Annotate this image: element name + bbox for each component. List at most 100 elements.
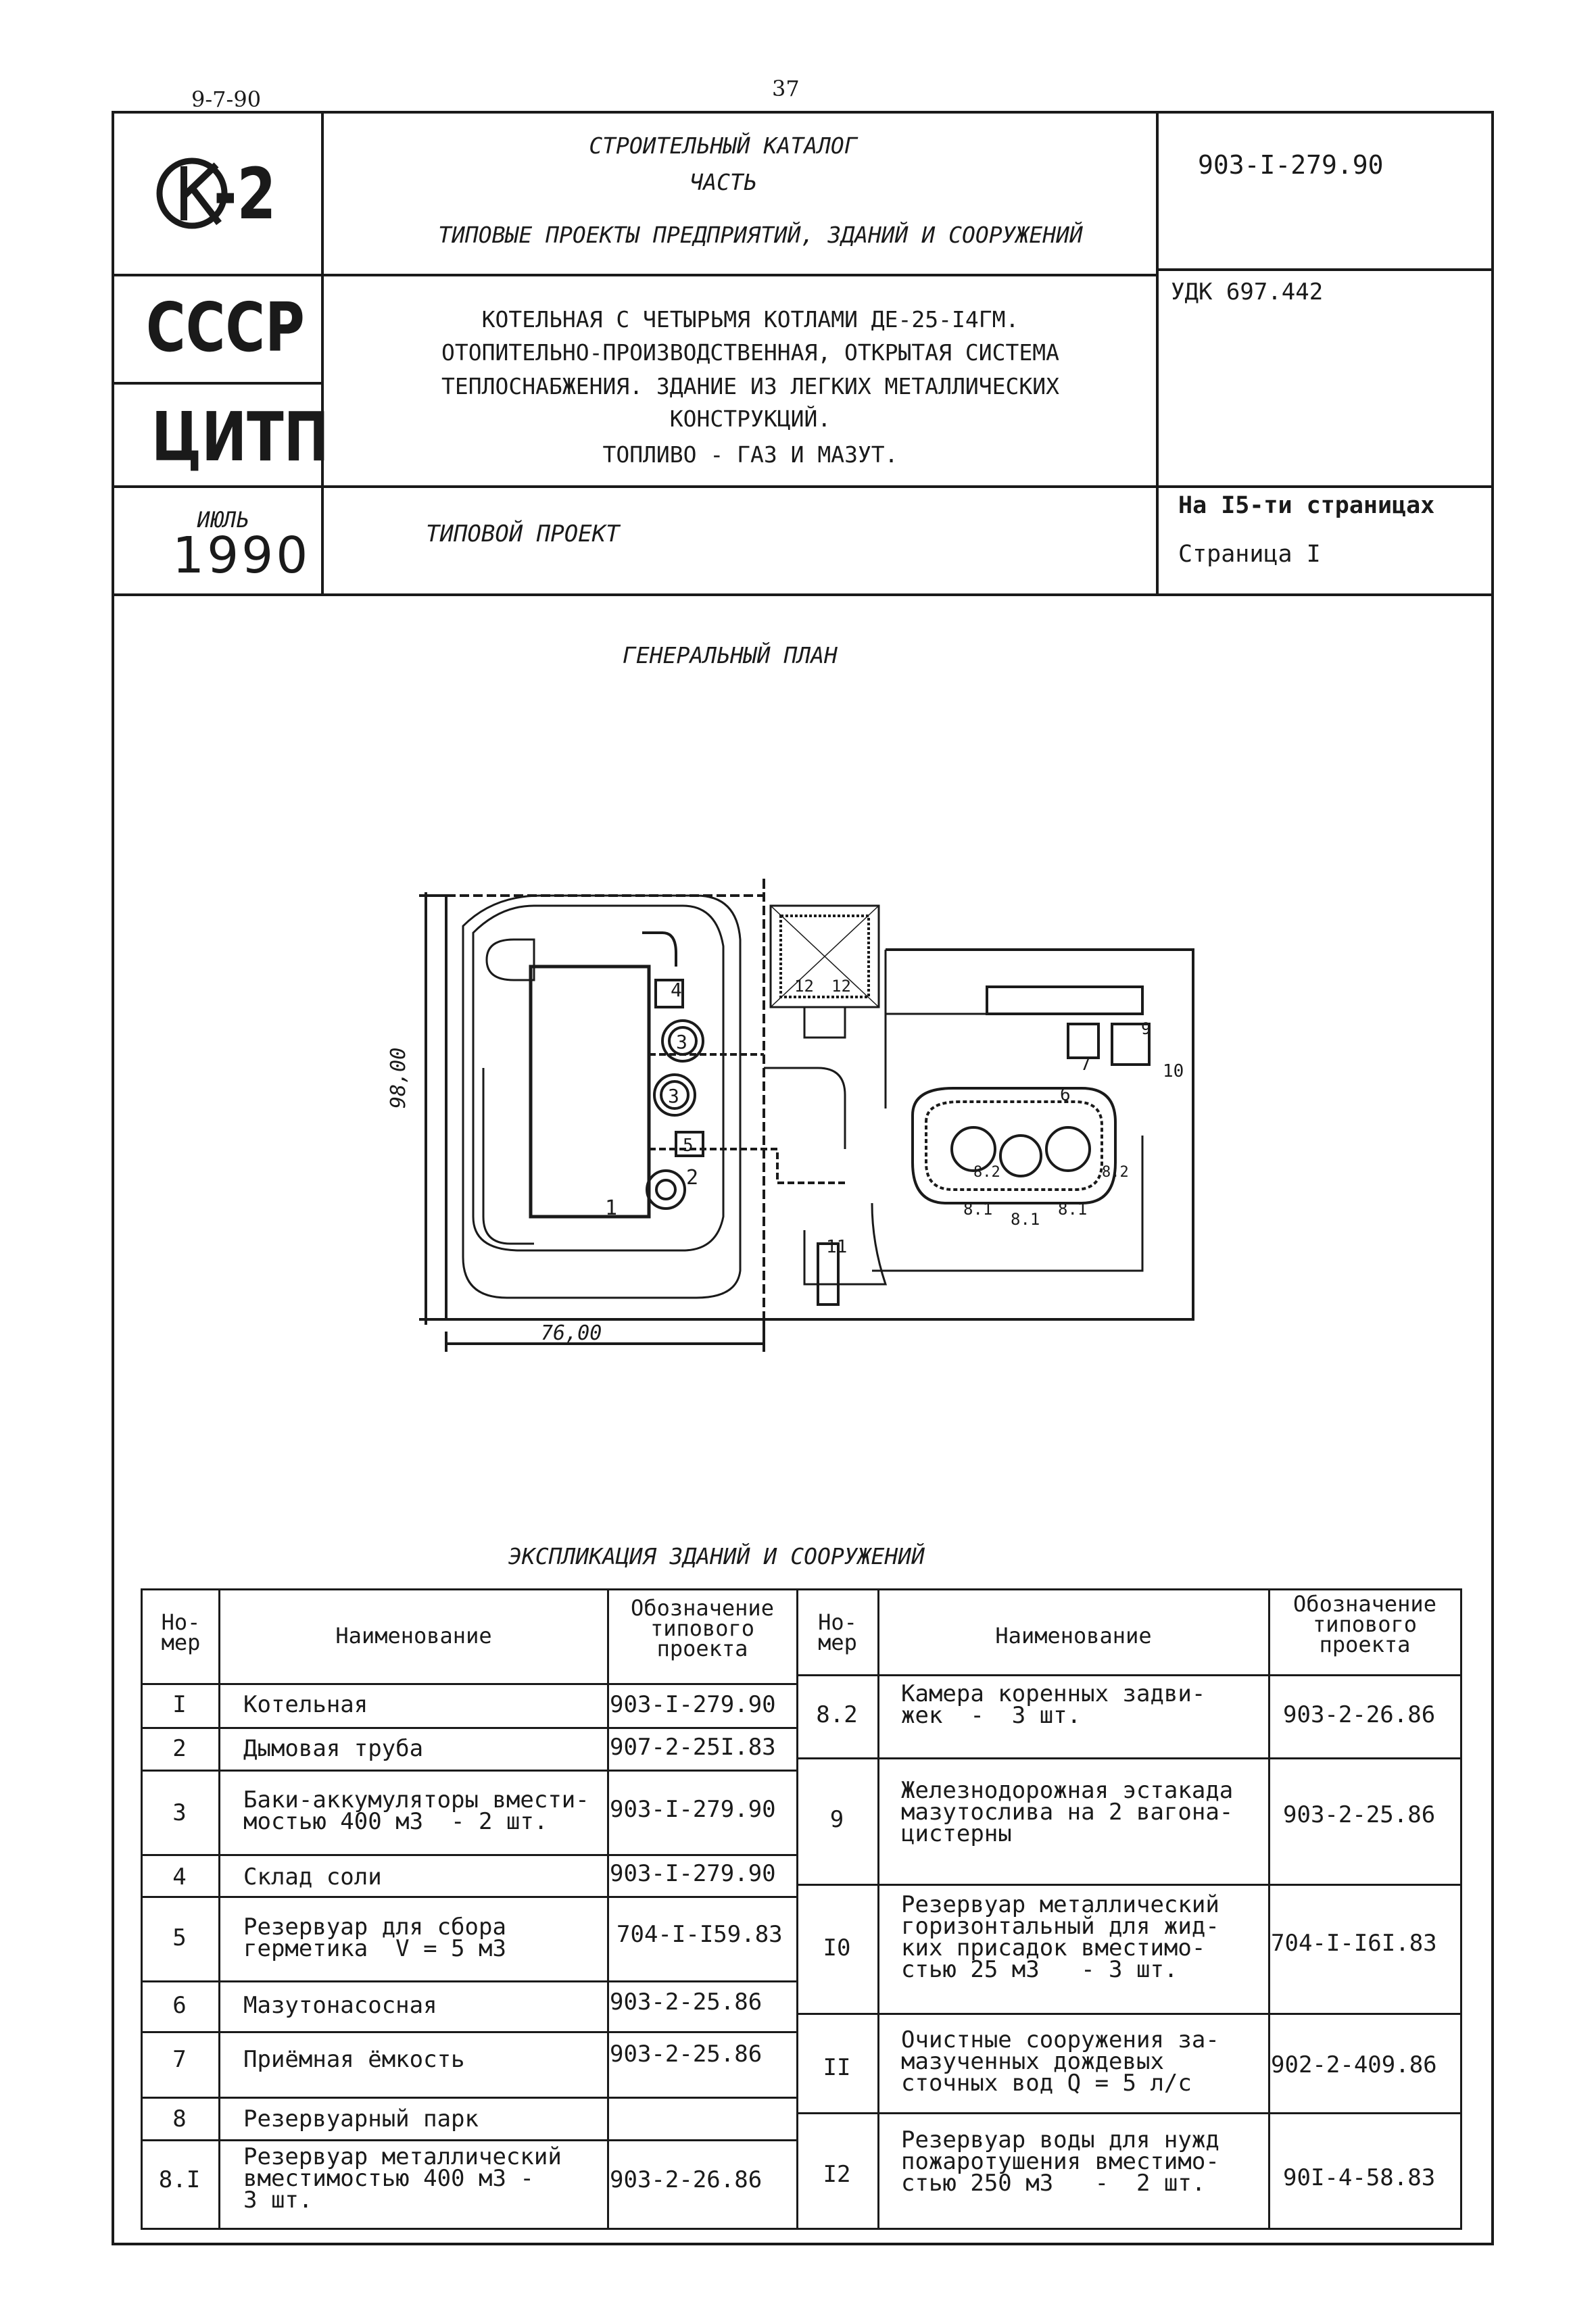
release-month: ИЮЛЬ	[197, 507, 249, 533]
row-line	[141, 2031, 796, 2033]
plan-label-12: 12	[794, 977, 814, 996]
row-name: Котельная	[243, 1691, 368, 1718]
plan-label-5: 5	[683, 1136, 694, 1156]
plan-label-10: 10	[1163, 1061, 1184, 1081]
description-line: КОНСТРУКЦИЙ.	[669, 406, 831, 432]
release-year: 1990	[172, 527, 311, 585]
logo: -2	[149, 149, 304, 243]
header-name-right: Наименование	[995, 1623, 1152, 1649]
row-code: 903-I-279.90	[610, 1796, 776, 1823]
row-line	[796, 2013, 1462, 2015]
row-line	[141, 2139, 796, 2141]
project-code: 903-I-279.90	[1198, 150, 1384, 180]
header-name-left: Наименование	[335, 1623, 492, 1649]
col-left-num	[218, 1588, 220, 2230]
explication-table: Но- мер Наименование Обозначение типовог…	[141, 1588, 1462, 2231]
row-name: Железнодорожная эстакада мазутослива на …	[901, 1777, 1234, 1847]
row-line	[141, 1980, 796, 1982]
title-divider-1	[321, 111, 324, 596]
row-code: 902-2-409.86	[1271, 2051, 1437, 2078]
explication-title: ЭКСПЛИКАЦИЯ ЗДАНИЙ И СООРУЖЕНИЙ	[508, 1543, 925, 1569]
catalog-line-1: СТРОИТЕЛЬНЫЙ КАТАЛОГ	[589, 132, 858, 159]
general-plan-drawing	[419, 879, 1194, 1352]
row-name: Резервуарный парк	[243, 2105, 479, 2133]
header-code-right: Обозначение типового проекта	[1293, 1591, 1436, 1657]
row-num: 8.2	[816, 1701, 858, 1728]
row-line	[141, 1727, 796, 1729]
row-num: 4	[172, 1863, 187, 1891]
catalog-line-3: ТИПОВЫЕ ПРОЕКТЫ ПРЕДПРИЯТИЙ, ЗДАНИЙ И СО…	[438, 222, 1083, 248]
description-line: ТОПЛИВО - ГАЗ И МАЗУТ.	[602, 441, 898, 468]
table-top	[141, 1588, 1462, 1590]
row-name: Баки-аккумуляторы вмести- мостью 400 м3 …	[243, 1786, 589, 1835]
description-line: ТЕПЛОСНАБЖЕНИЯ. ЗДАНИЕ ИЗ ЛЕГКИХ МЕТАЛЛИ…	[441, 373, 1059, 399]
country-mark: СССР	[146, 288, 305, 367]
col-left-code	[607, 1588, 609, 2230]
row-num: 2	[172, 1735, 187, 1762]
col-right-num	[877, 1588, 879, 2230]
row-name: Склад соли	[243, 1863, 382, 1891]
row-code: 903-2-25.86	[1283, 1801, 1436, 1828]
plan-title: ГЕНЕРАЛЬНЫЙ ПЛАН	[623, 642, 838, 668]
plan-label-9: 9	[1141, 1019, 1151, 1038]
row-num: 7	[172, 2046, 187, 2073]
header-code-left: Обозначение типового проекта	[631, 1595, 774, 1661]
description-line: ОТОПИТЕЛЬНО-ПРОИЗВОДСТВЕННАЯ, ОТКРЫТАЯ С…	[441, 339, 1059, 366]
plan-label-8-1b: 8.1	[1011, 1210, 1040, 1229]
plan-label-4: 4	[671, 979, 682, 1001]
plan-label-8-2: 8.2	[973, 1164, 1000, 1181]
row-name: Дымовая труба	[243, 1735, 424, 1762]
row-code: 903-2-26.86	[1283, 1701, 1436, 1728]
plan-label-8-1c: 8.1	[1058, 1200, 1088, 1219]
row-name: Резервуар металлический горизонтальный д…	[901, 1891, 1219, 1983]
title-row-line-2	[112, 382, 324, 385]
plan-label-3b: 3	[668, 1085, 679, 1107]
row-num: I	[172, 1691, 187, 1718]
row-name: Камера коренных задви- жек - 3 шт.	[901, 1680, 1206, 1729]
row-code: 903-2-26.86	[610, 2166, 763, 2193]
top-date: 9-7-90	[191, 87, 262, 112]
row-num: 5	[172, 1924, 187, 1951]
row-code: 903-I-279.90	[610, 1691, 776, 1718]
description-line: КОТЕЛЬНАЯ С ЧЕТЫРЬМЯ КОТЛАМИ ДЕ-25-I4ГМ.	[481, 306, 1019, 333]
logo-mark-icon	[156, 157, 228, 229]
title-row-line-4	[112, 593, 1491, 596]
title-row-line-1b	[1156, 268, 1491, 271]
row-line	[796, 2112, 1462, 2114]
row-code: 903-I-279.90	[610, 1860, 776, 1887]
row-num: 9	[829, 1806, 844, 1833]
page-info: Страница I	[1178, 541, 1321, 568]
plan-label-8-1: 8.1	[963, 1200, 993, 1219]
plan-label-8-2b: 8.2	[1102, 1164, 1129, 1181]
row-code: 903-2-25.86	[610, 2041, 763, 2068]
table-bottom	[141, 2228, 1462, 2230]
row-num: 3	[172, 1799, 187, 1826]
header-num-right: Но- мер	[818, 1609, 857, 1655]
row-line	[141, 2097, 796, 2099]
row-line	[141, 1896, 796, 1898]
plan-label-7: 7	[1080, 1054, 1091, 1075]
plan-dim-width: 76,00	[541, 1321, 602, 1345]
catalog-line-2: ЧАСТЬ	[690, 169, 757, 195]
doc-type: ТИПОВОЙ ПРОЕКТ	[426, 520, 620, 547]
row-name: Очистные сооружения за- мазученных дожде…	[901, 2026, 1219, 2097]
plan-label-1: 1	[605, 1196, 618, 1220]
header-num-left: Но- мер	[161, 1609, 201, 1655]
row-code: 704-I-I6I.83	[1271, 1930, 1437, 1957]
plan-label-6: 6	[1060, 1085, 1071, 1105]
row-line	[796, 1884, 1462, 1886]
page-number: 37	[772, 76, 800, 101]
row-name: Резервуар металлический вместимостью 400…	[243, 2143, 562, 2214]
page-frame	[112, 111, 1494, 2245]
table-right	[1460, 1588, 1462, 2230]
row-num: I2	[823, 2161, 851, 2188]
row-num: 8.I	[158, 2166, 201, 2193]
row-num: 8	[172, 2105, 187, 2133]
col-split	[796, 1588, 798, 2230]
plan-label-3: 3	[676, 1031, 687, 1053]
table-left	[141, 1588, 143, 2230]
row-name: Мазутонасосная	[243, 1992, 437, 2019]
udk-code: УДК 697.442	[1171, 278, 1324, 306]
row-line	[141, 1683, 796, 1685]
row-code: 704-I-I59.83	[616, 1921, 783, 1948]
